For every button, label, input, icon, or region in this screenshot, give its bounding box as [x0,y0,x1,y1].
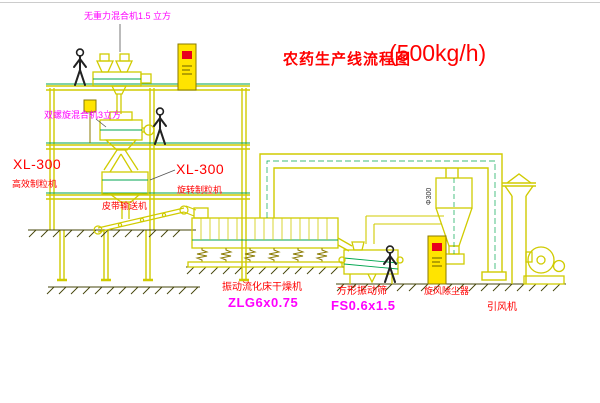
label-sieve-model: FS0.6x1.5 [331,298,396,313]
mixing-granulator [99,111,155,173]
label-dryer-model: ZLG6x0.75 [228,295,299,310]
belt-conveyor [93,205,197,235]
signal-box [83,99,97,143]
page-title: 农药生产线流程图 [283,51,412,68]
exhaust-duct [259,153,507,281]
sieve-duct [365,215,444,244]
building-frame [46,85,250,282]
worker-figure-1 [73,48,87,86]
induced-draft-fan [523,246,566,285]
worker-figure-2 [153,107,167,145]
label-gravity-mixer: 无重力混合机1.5 立方 [84,11,172,21]
control-cabinet-top [177,43,197,91]
label-granulator-mid-name: 旋转制粒机 [177,185,223,195]
rotary-granulator [101,171,149,219]
control-cabinet-right [427,235,447,285]
fluid-bed-dryer [187,207,353,268]
worker-figure-3 [383,245,397,283]
exhaust-stack [502,173,536,284]
label-granulator-mid-model: XL-300 [176,161,225,177]
dim-label-pipe-diameter: Φ300 [426,188,433,205]
window-top-border [0,2,600,3]
label-vibrating-sieve: 方形振动筛 [337,286,387,297]
label-induced-draft-fan: 引风机 [487,302,517,313]
cyclone-separator [435,177,473,265]
label-belt-conveyor: 皮带输送机 [102,201,148,211]
label-double-screw-mixer: 双螺旋混合机3立方 [44,110,122,120]
page-title-capacity: (500kg/h) [389,40,487,66]
label-granulator-left-name: 高效制粒机 [12,179,58,189]
leader-lines [95,24,176,181]
label-granulator-left-model: XL-300 [13,156,62,172]
gravity-mixer [92,53,152,114]
label-fluid-bed-dryer: 振动流化床干燥机 [222,282,302,293]
label-dust-collector: 旋风除尘器 [424,286,470,296]
